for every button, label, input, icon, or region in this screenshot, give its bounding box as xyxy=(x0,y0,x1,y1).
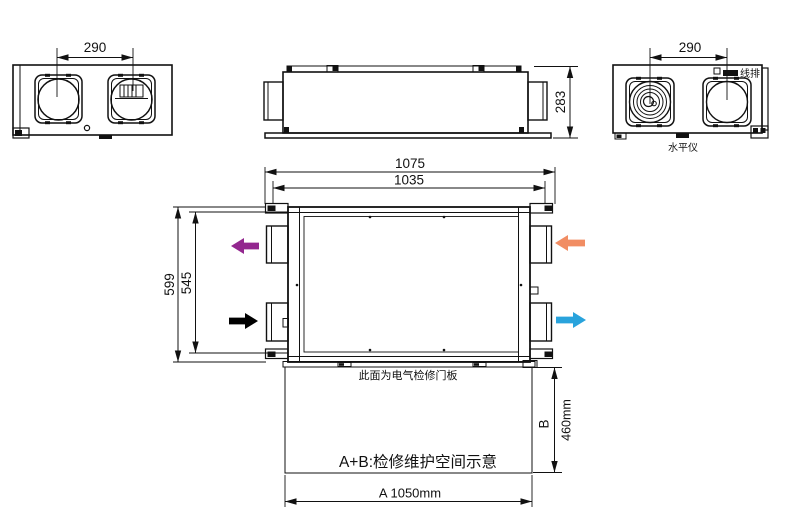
casing-outline xyxy=(12,64,173,136)
grille-icon xyxy=(115,84,148,99)
end-view-right: 290 xyxy=(612,40,769,154)
dim-1075: 1075 xyxy=(264,156,556,204)
airflow-arrow-black-right xyxy=(229,313,258,329)
port-bottom-left xyxy=(265,302,289,342)
dim-a-value: A 1050mm xyxy=(379,486,441,501)
hanging-bracket-bottom-right xyxy=(529,348,554,360)
dim-1035-value: 1035 xyxy=(394,173,424,188)
access-panel-label: 此面为电气检修门板 xyxy=(359,368,458,382)
dim-599: 599 xyxy=(162,206,266,363)
top-hanging-rail xyxy=(286,65,522,73)
plan-view: 1075 1035 599 545 xyxy=(162,156,586,382)
duct-port-right xyxy=(527,81,548,121)
side-view: 283 xyxy=(263,65,578,139)
dim-b-value: 460mm xyxy=(560,399,574,441)
dim-b-label: B xyxy=(537,419,552,428)
terminal-strip-label: 线排 xyxy=(740,67,760,80)
duct-port-right-grille xyxy=(107,73,156,125)
frame-screw-ticks xyxy=(636,76,662,128)
level-gauge-label: 水平仪 xyxy=(668,142,698,154)
end-view-left: 290 xyxy=(12,40,173,139)
latch-left xyxy=(282,318,289,328)
dim-a-1050: A 1050mm xyxy=(284,475,533,507)
duct-port-right xyxy=(702,76,752,128)
dim-1075-value: 1075 xyxy=(395,156,425,171)
frame-screw-ticks xyxy=(118,73,144,125)
duct-port-left xyxy=(34,73,83,125)
service-space-diagram: A+B:检修维护空间示意 B 460mm A 1050mm xyxy=(284,366,574,507)
service-space-outline xyxy=(284,366,533,474)
dim-290-left-value: 290 xyxy=(84,40,107,55)
service-space-note: A+B:检修维护空间示意 xyxy=(339,452,497,471)
casing-outline xyxy=(282,71,529,134)
hanging-bracket-top-right xyxy=(529,202,554,214)
port-bottom-right xyxy=(529,302,553,342)
terminal-strip: 线排 xyxy=(713,67,760,80)
airflow-arrow-purple-left xyxy=(231,238,259,254)
port-top-left xyxy=(265,225,289,264)
dim-283-value: 283 xyxy=(553,91,568,114)
dim-1035: 1035 xyxy=(272,173,546,204)
side-flange xyxy=(761,67,769,131)
airflow-arrow-orange-left xyxy=(555,235,585,251)
frame-screw-ticks xyxy=(713,76,739,128)
mounting-bracket-right xyxy=(750,125,769,139)
dim-b-460: B 460mm xyxy=(533,367,574,473)
port-top-right xyxy=(529,225,553,264)
dim-599-value: 599 xyxy=(162,273,177,296)
hanging-bracket-top-left xyxy=(264,202,289,214)
foot-block xyxy=(519,127,524,133)
dim-545-value: 545 xyxy=(179,272,194,295)
fan-port xyxy=(625,76,675,128)
dim-283: 283 xyxy=(534,66,578,139)
level-gauge: 水平仪 xyxy=(668,133,698,154)
dim-290-right-value: 290 xyxy=(679,40,702,55)
dim-290-right: 290 xyxy=(649,40,728,104)
panel-screws xyxy=(295,215,523,352)
hanging-bracket-bottom-left xyxy=(264,348,289,360)
foot-block xyxy=(284,127,289,133)
duct-port-left xyxy=(263,81,284,121)
access-door-strip xyxy=(282,360,538,368)
airflow-arrow-cyan-right xyxy=(556,312,586,328)
bottom-tab xyxy=(99,135,112,139)
drain-hole xyxy=(83,124,91,132)
mounting-foot-left xyxy=(614,132,627,140)
dim-290-left: 290 xyxy=(56,40,134,97)
mounting-foot-left xyxy=(12,127,30,139)
frame-screw-ticks xyxy=(45,73,71,125)
latch-right xyxy=(529,286,539,295)
unit-body xyxy=(287,206,531,363)
